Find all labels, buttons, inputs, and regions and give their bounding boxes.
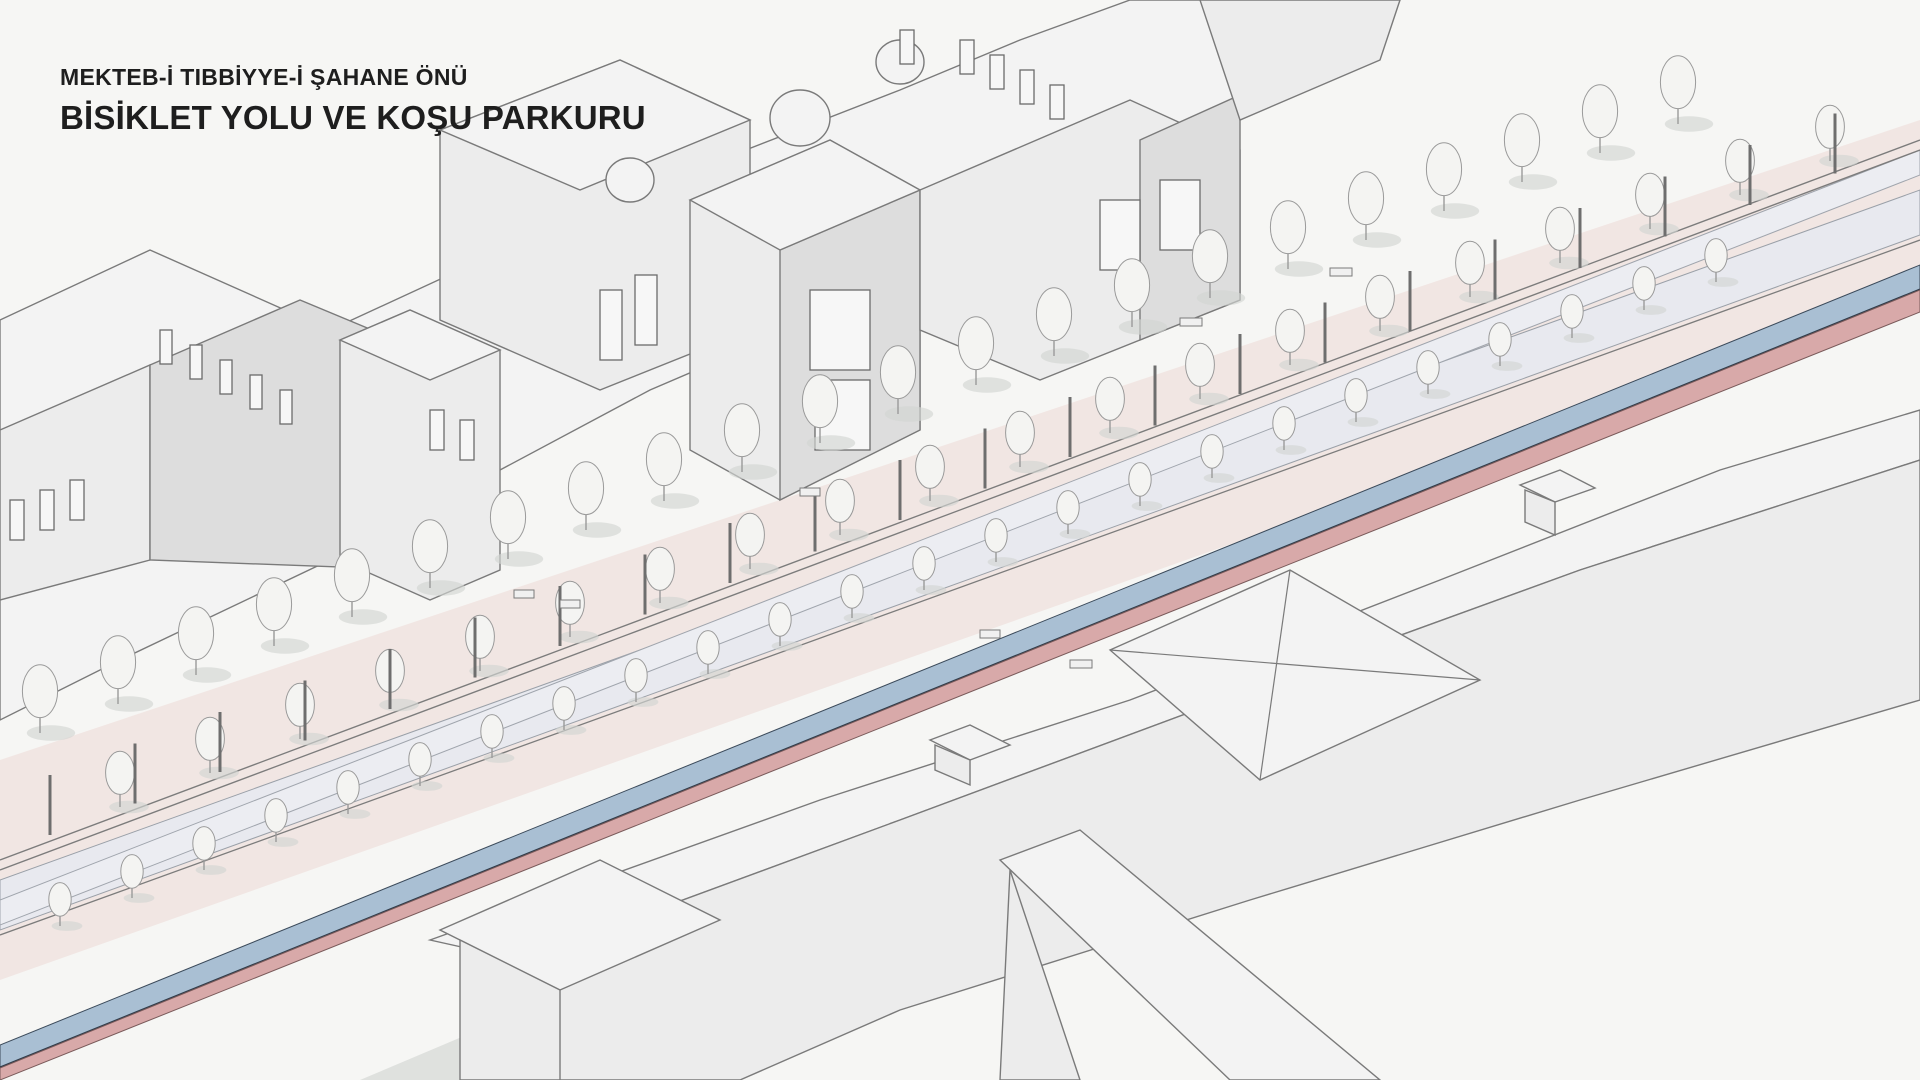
lower-buildings bbox=[360, 409, 1920, 1080]
tree bbox=[912, 546, 947, 595]
tree bbox=[1488, 322, 1523, 371]
tree bbox=[1347, 171, 1402, 248]
tree bbox=[1344, 378, 1379, 427]
title-block: MEKTEB-İ TIBBİYYE-İ ŞAHANE ÖNÜ BİSİKLET … bbox=[60, 64, 646, 137]
tree bbox=[255, 577, 310, 654]
tree bbox=[552, 686, 587, 735]
subtitle: MEKTEB-İ TIBBİYYE-İ ŞAHANE ÖNÜ bbox=[60, 64, 468, 90]
tree bbox=[408, 742, 443, 791]
tree bbox=[192, 826, 227, 875]
tree-rows bbox=[21, 55, 1859, 931]
tree bbox=[1659, 55, 1714, 132]
tree bbox=[336, 770, 371, 819]
tree bbox=[1632, 266, 1667, 315]
tree bbox=[801, 374, 856, 451]
tree bbox=[1200, 434, 1235, 483]
tree bbox=[1095, 376, 1139, 440]
tree bbox=[696, 630, 731, 679]
tree bbox=[1815, 104, 1859, 168]
tree bbox=[105, 750, 149, 814]
tree bbox=[1581, 84, 1636, 161]
tree bbox=[333, 548, 388, 625]
tree bbox=[915, 444, 959, 508]
tree bbox=[195, 716, 239, 780]
tree bbox=[48, 882, 83, 931]
tree bbox=[645, 546, 689, 610]
running-track bbox=[0, 289, 1920, 1080]
tree bbox=[21, 664, 76, 741]
tree bbox=[1425, 142, 1480, 219]
tree bbox=[768, 602, 803, 651]
railing-mid bbox=[0, 239, 1920, 936]
tree bbox=[1035, 287, 1090, 364]
tree bbox=[1365, 274, 1409, 338]
tree bbox=[1185, 342, 1229, 406]
tree bbox=[411, 519, 466, 596]
benches bbox=[513, 267, 1353, 669]
service-road bbox=[0, 149, 1920, 926]
tree bbox=[1560, 294, 1595, 343]
tree bbox=[1056, 490, 1091, 539]
tree bbox=[465, 614, 509, 678]
tree bbox=[879, 345, 934, 422]
tree bbox=[1269, 200, 1324, 277]
tree bbox=[957, 316, 1012, 393]
page-title: BİSİKLET YOLU VE KOŞU PARKURU bbox=[60, 99, 646, 136]
tree bbox=[1725, 138, 1769, 202]
tree bbox=[1704, 238, 1739, 287]
tree bbox=[825, 478, 869, 542]
tree bbox=[99, 635, 154, 712]
railing-top-2 bbox=[0, 149, 1920, 871]
tree bbox=[624, 658, 659, 707]
tree bbox=[1128, 462, 1163, 511]
tree bbox=[120, 854, 155, 903]
tree bbox=[489, 490, 544, 567]
tree bbox=[723, 403, 778, 480]
tree bbox=[1455, 240, 1499, 304]
tree bbox=[285, 682, 329, 746]
tree bbox=[1635, 172, 1679, 236]
tree bbox=[645, 432, 700, 509]
tree bbox=[1113, 258, 1168, 335]
building-windows bbox=[9, 29, 1201, 541]
tree bbox=[264, 798, 299, 847]
tree bbox=[1275, 308, 1319, 372]
tree bbox=[480, 714, 515, 763]
tree bbox=[840, 574, 875, 623]
tree bbox=[735, 512, 779, 576]
tree bbox=[984, 518, 1019, 567]
tree bbox=[567, 461, 622, 538]
tree bbox=[1503, 113, 1558, 190]
tree bbox=[1191, 229, 1246, 306]
tree bbox=[1272, 406, 1307, 455]
tree bbox=[177, 606, 232, 683]
tree bbox=[1005, 410, 1049, 474]
lamp-posts bbox=[48, 113, 1837, 835]
bike-lane bbox=[0, 264, 1920, 1069]
tree bbox=[1416, 350, 1451, 399]
